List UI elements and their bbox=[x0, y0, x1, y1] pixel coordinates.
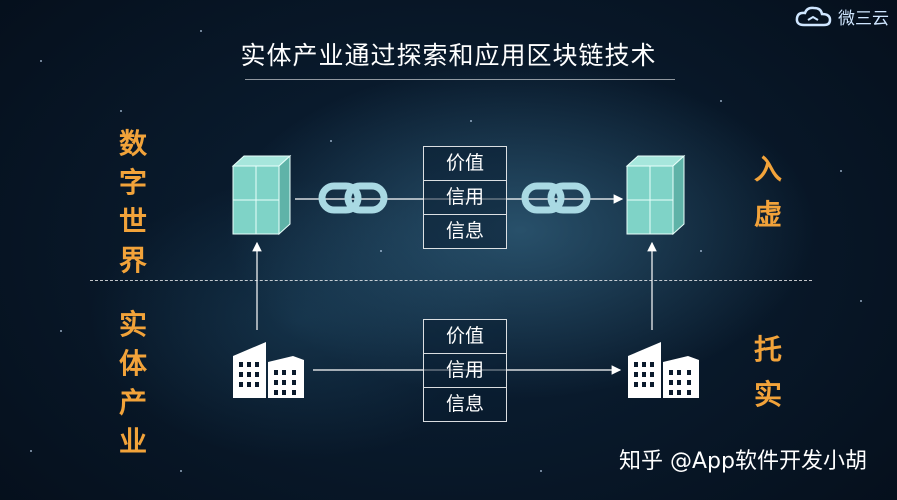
label-char: 实 bbox=[753, 378, 782, 411]
right-building-icon bbox=[628, 342, 699, 398]
box-cell-info: 信息 bbox=[445, 393, 484, 415]
box-cell-value: 价值 bbox=[424, 147, 506, 181]
label-char: 业 bbox=[118, 425, 147, 458]
cloud-icon bbox=[795, 6, 832, 26]
title-underline bbox=[245, 79, 675, 80]
label-char: 数 bbox=[118, 127, 147, 160]
left-building-icon bbox=[233, 342, 304, 398]
label-char: 实 bbox=[118, 308, 147, 341]
label-real-industry: 实 体 产 业 bbox=[113, 305, 153, 461]
label-char: 产 bbox=[118, 386, 147, 419]
dashed-divider bbox=[90, 280, 812, 281]
label-digital-world: 数 字 世 界 bbox=[113, 124, 153, 280]
top-value-box: 价值 信用 信息 bbox=[423, 146, 507, 249]
left-cube-icon bbox=[231, 154, 292, 236]
label-char: 界 bbox=[118, 244, 147, 277]
label-char: 入 bbox=[753, 153, 782, 186]
brand-name: 微三云 bbox=[838, 9, 889, 29]
brand-logo: 微三云 bbox=[794, 4, 889, 29]
box-cell-value: 价值 bbox=[424, 320, 506, 354]
label-char: 虚 bbox=[753, 198, 782, 231]
label-char: 体 bbox=[118, 347, 147, 380]
box-cell-credit: 信用 bbox=[424, 181, 506, 215]
right-cube-icon bbox=[625, 154, 686, 236]
slide-title: 实体产业通过探索和应用区块链技术 bbox=[240, 41, 657, 70]
right-chain-icon bbox=[521, 182, 591, 214]
watermark: 知乎 @App软件开发小胡 bbox=[619, 449, 867, 474]
box-cell-credit: 信用 bbox=[424, 354, 506, 388]
label-char: 字 bbox=[118, 166, 147, 199]
label-char: 世 bbox=[118, 205, 147, 238]
box-cell-info: 信息 bbox=[445, 220, 484, 242]
left-chain-icon bbox=[318, 182, 388, 214]
label-support-real: 托 实 bbox=[748, 327, 788, 417]
bottom-value-box: 价值 信用 信息 bbox=[423, 319, 507, 422]
label-enter-virtual: 入 虚 bbox=[748, 147, 788, 237]
label-char: 托 bbox=[753, 333, 782, 366]
